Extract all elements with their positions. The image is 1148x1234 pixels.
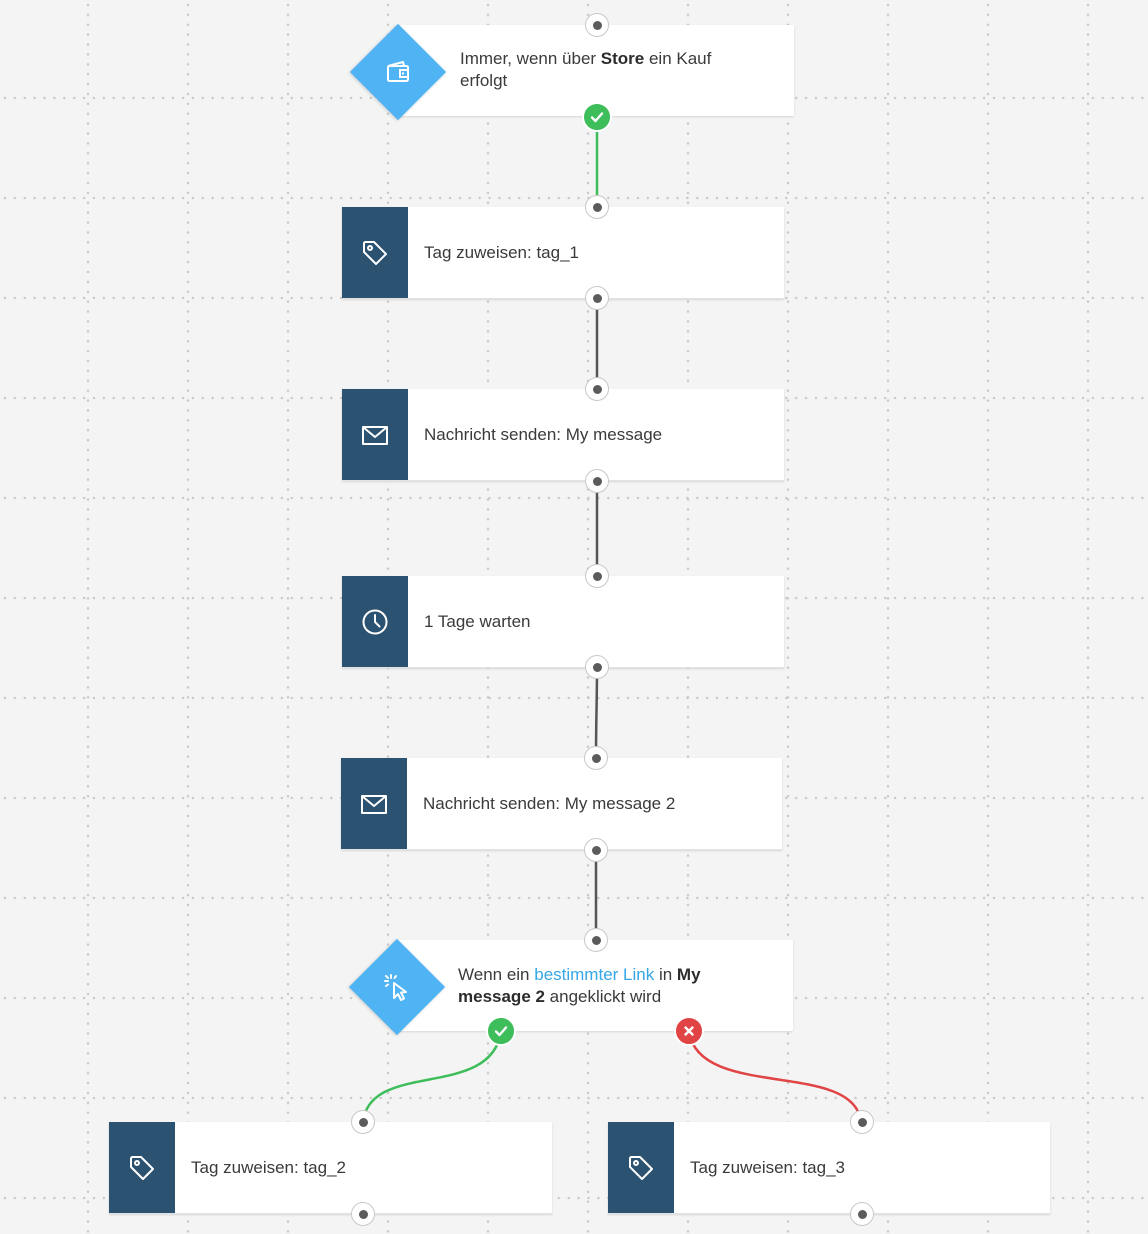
cursor-click-icon bbox=[377, 967, 417, 1007]
input-port[interactable] bbox=[585, 564, 609, 588]
input-port[interactable] bbox=[585, 195, 609, 219]
success-check-icon[interactable] bbox=[582, 102, 612, 132]
tag-icon bbox=[608, 1122, 674, 1213]
step-label: 1 Tage warten bbox=[424, 611, 531, 631]
condition-text-mid: in bbox=[654, 965, 677, 984]
condition-text-end: angeklickt wird bbox=[544, 987, 662, 1006]
output-port[interactable] bbox=[850, 1202, 874, 1226]
branch-no-tag-3[interactable]: Tag zuweisen: tag_3 bbox=[608, 1122, 1050, 1214]
input-port[interactable] bbox=[850, 1110, 874, 1134]
specific-link[interactable]: bestimmter Link bbox=[534, 965, 655, 984]
input-port[interactable] bbox=[584, 746, 608, 770]
input-port[interactable] bbox=[584, 928, 608, 952]
purchase-trigger-label: Immer, wenn über Store ein Kauf erfolgt bbox=[460, 48, 760, 92]
output-port[interactable] bbox=[585, 655, 609, 679]
trigger-text-end: ein Kauf erfolgt bbox=[460, 49, 712, 90]
output-port[interactable] bbox=[351, 1202, 375, 1226]
step-wait[interactable]: 1 Tage warten bbox=[342, 576, 784, 668]
condition-message-name: My message 2 bbox=[458, 965, 701, 1006]
input-port[interactable] bbox=[585, 13, 609, 37]
step-tag-1[interactable]: Tag zuweisen: tag_1 bbox=[342, 207, 784, 299]
step-label: Nachricht senden: My message bbox=[424, 424, 663, 444]
output-port[interactable] bbox=[584, 838, 608, 862]
output-port[interactable] bbox=[585, 469, 609, 493]
envelope-icon bbox=[342, 389, 408, 480]
step-label: Tag zuweisen: tag_3 bbox=[690, 1157, 845, 1177]
wallet-icon bbox=[378, 52, 418, 92]
input-port[interactable] bbox=[351, 1110, 375, 1134]
trigger-text: Immer, wenn über bbox=[460, 49, 601, 68]
step-send-message[interactable]: Nachricht senden: My message bbox=[342, 389, 784, 481]
input-port[interactable] bbox=[585, 377, 609, 401]
step-send-message-2[interactable]: Nachricht senden: My message 2 bbox=[341, 758, 782, 850]
envelope-icon bbox=[341, 758, 407, 849]
branch-yes-tag-2[interactable]: Tag zuweisen: tag_2 bbox=[109, 1122, 552, 1214]
step-label: Tag zuweisen: tag_2 bbox=[191, 1157, 346, 1177]
trigger-store-name: Store bbox=[600, 49, 645, 68]
purchase-trigger-node[interactable]: Immer, wenn über Store ein Kauf erfolgt bbox=[397, 25, 794, 116]
connector-no-branch bbox=[687, 1031, 863, 1122]
yes-branch-check-icon[interactable] bbox=[486, 1016, 516, 1046]
step-label: Tag zuweisen: tag_1 bbox=[424, 242, 579, 262]
connector-wait-to-message2 bbox=[594, 666, 599, 759]
condition-label: Wenn ein bestimmter Link in My message 2… bbox=[458, 964, 748, 1008]
clock-icon bbox=[342, 576, 408, 667]
link-click-condition-node[interactable]: Wenn ein bestimmter Link in My message 2… bbox=[396, 940, 793, 1031]
tag-icon bbox=[109, 1122, 175, 1213]
connector-yes-branch bbox=[361, 1031, 503, 1122]
output-port[interactable] bbox=[585, 286, 609, 310]
condition-text: Wenn ein bbox=[458, 965, 535, 984]
no-branch-cross-icon[interactable] bbox=[674, 1016, 704, 1046]
tag-icon bbox=[342, 207, 408, 298]
step-label: Nachricht senden: My message 2 bbox=[423, 793, 676, 813]
